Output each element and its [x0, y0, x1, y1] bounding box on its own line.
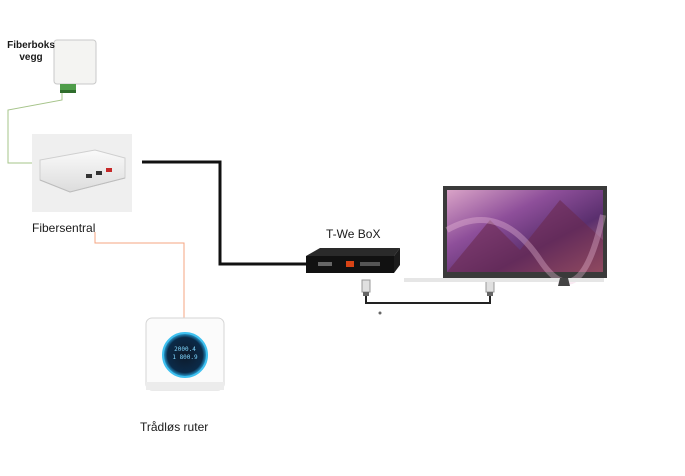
label-fibersentral: Fibersentral: [32, 221, 96, 235]
router-screen-readout: 2000.4 1 800.9: [168, 346, 202, 362]
connection-sentral-to-tvbox: [142, 160, 306, 266]
connection-sentral-to-router: [94, 232, 185, 322]
label-tvbox: T-We BoX: [326, 227, 381, 241]
fibersentral-device: [32, 134, 132, 212]
router-device: [145, 317, 225, 391]
hdmi-plug-left: [361, 279, 371, 296]
connection-hdmi-cable: [365, 292, 491, 304]
fiberboks-vegg-device: [53, 39, 97, 93]
cable-tie: [378, 311, 382, 315]
tvbox-device: [306, 248, 400, 273]
label-fiberboks-vegg-line2: vegg: [19, 52, 43, 63]
label-router: Trådløs ruter: [140, 420, 209, 434]
label-fiberboks-vegg-line1: Fiberboks: [7, 40, 55, 51]
connection-fiber-wall-to-sentral: [7, 93, 63, 164]
tv-device: [404, 186, 607, 286]
router-screen: [163, 333, 207, 377]
router-screen-value-2: 1 800.9: [172, 354, 198, 361]
label-fiberboks-vegg: Fiberboks vegg: [6, 40, 56, 64]
router-screen-value-1: 2000.4: [174, 346, 196, 353]
hdmi-plug-right: [485, 279, 495, 296]
